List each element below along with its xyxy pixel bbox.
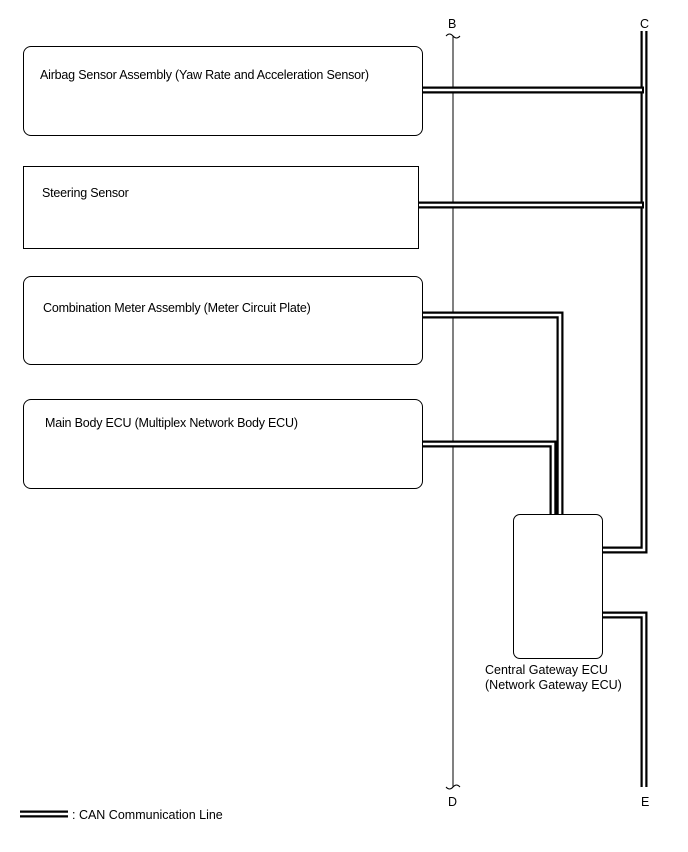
can-line-main-body <box>422 440 557 516</box>
airbag-sensor-label: Airbag Sensor Assembly (Yaw Rate and Acc… <box>40 68 369 82</box>
legend-label: : CAN Communication Line <box>72 808 223 822</box>
bus-label-b: B <box>448 17 457 31</box>
airbag-sensor-box <box>23 46 423 136</box>
bus-label-e: E <box>641 795 650 809</box>
steering-sensor-label: Steering Sensor <box>42 186 129 200</box>
steering-sensor-box <box>23 166 419 249</box>
can-line-e <box>602 611 648 787</box>
bus-label-d: D <box>448 795 458 809</box>
main-body-ecu-label: Main Body ECU (Multiplex Network Body EC… <box>45 416 298 430</box>
combination-meter-label: Combination Meter Assembly (Meter Circui… <box>43 301 311 315</box>
gateway-label-line1: Central Gateway ECU <box>485 663 608 677</box>
gateway-label-line2: (Network Gateway ECU) <box>485 678 622 692</box>
main-body-ecu-box <box>23 399 423 489</box>
bus-label-c: C <box>640 17 650 31</box>
bus-line-b-d <box>445 33 461 790</box>
can-line-meter <box>422 311 564 516</box>
can-line-c <box>602 31 648 554</box>
central-gateway-ecu-label: Central Gateway ECU (Network Gateway ECU… <box>485 663 622 693</box>
central-gateway-ecu-box <box>513 514 603 659</box>
combination-meter-box <box>23 276 423 365</box>
